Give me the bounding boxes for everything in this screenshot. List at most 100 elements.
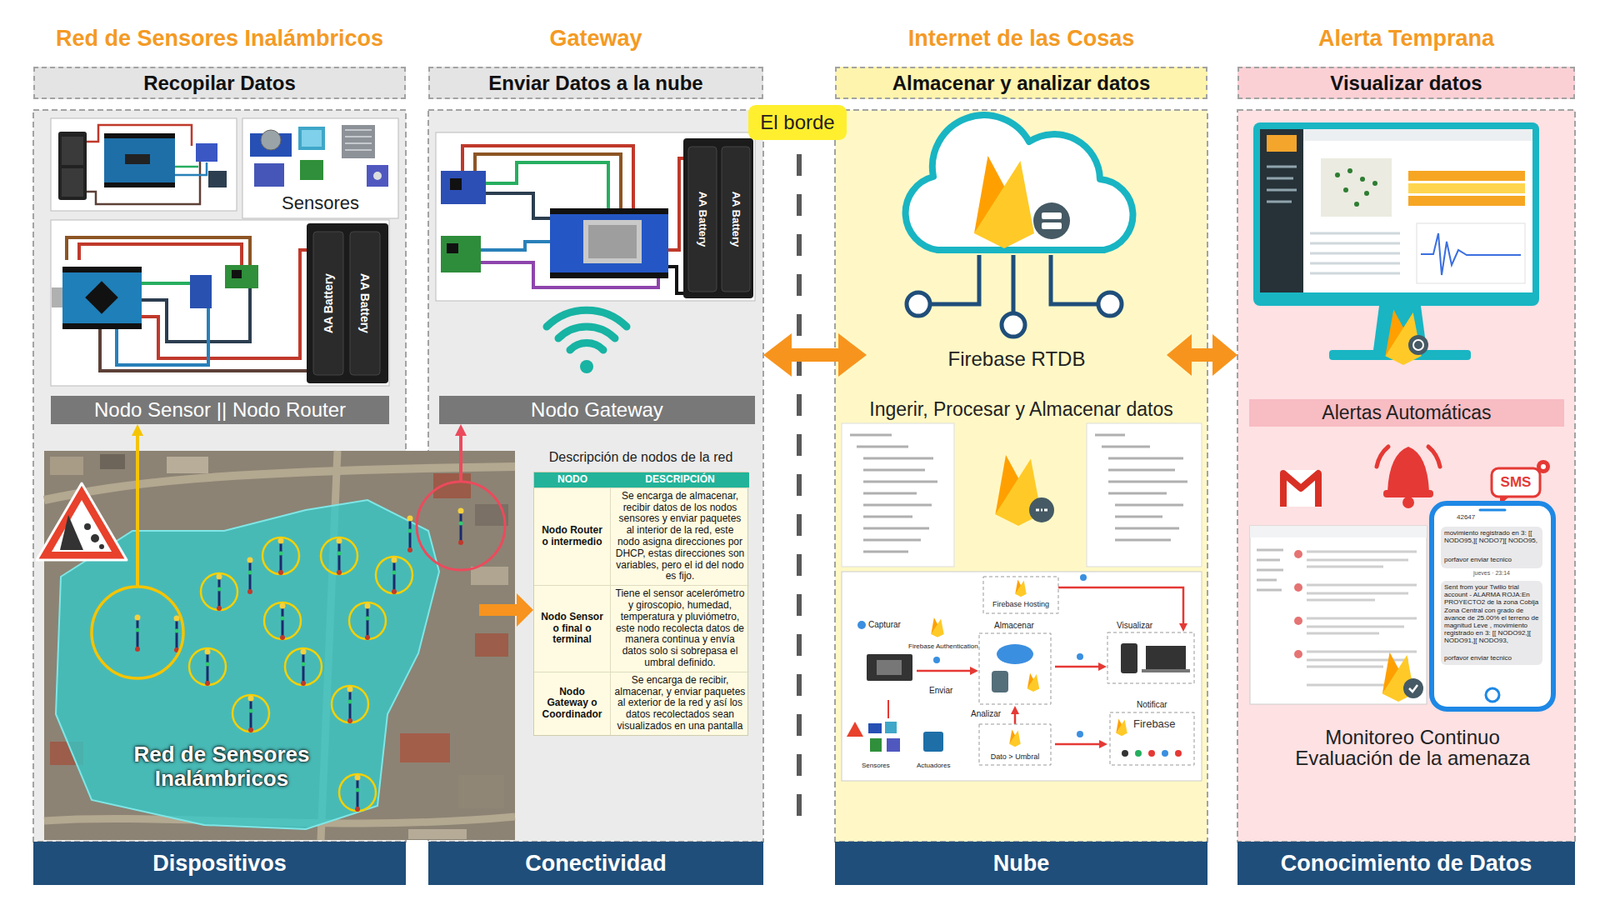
satellite-map xyxy=(100,454,125,470)
flow-diagram xyxy=(1055,743,1101,746)
connector xyxy=(763,333,867,377)
gmail-icon xyxy=(1280,470,1322,507)
phone-text: jueves · 23:14 xyxy=(1440,570,1543,577)
map-dot xyxy=(1364,190,1370,196)
wifi-icon xyxy=(580,360,594,374)
mail-row xyxy=(1294,550,1303,559)
connector xyxy=(1166,334,1238,376)
landslide-warning xyxy=(60,515,84,550)
dashboard-monitor xyxy=(1260,129,1533,293)
phone xyxy=(1431,503,1554,710)
arduino-photo xyxy=(86,158,200,205)
firebase-logo xyxy=(1027,673,1040,692)
sensor-pin xyxy=(347,686,354,725)
gateway-circuit xyxy=(440,235,481,273)
gmail-screenshot xyxy=(1256,550,1284,590)
gmail-screenshot xyxy=(1306,551,1417,685)
gateway-circuit xyxy=(550,272,669,279)
arduino-photo xyxy=(195,143,218,162)
connector xyxy=(455,424,467,451)
component-label: Sensores xyxy=(242,192,399,214)
gateway-circuit xyxy=(485,162,609,209)
database-screenshot xyxy=(1029,497,1055,523)
column-heading: Internet de las Cosas xyxy=(908,25,1135,52)
flow-label: Visualizar xyxy=(1116,620,1153,631)
map-dot xyxy=(1360,176,1365,182)
flow-diagram xyxy=(1098,662,1107,671)
sensor-ring xyxy=(200,573,238,610)
firebase-logo xyxy=(1009,729,1020,747)
firebase-logo xyxy=(930,617,944,638)
database-screenshot xyxy=(1086,423,1202,567)
dashboard-monitor xyxy=(1408,183,1525,194)
arrowhead xyxy=(763,333,792,377)
wifi-icon xyxy=(546,310,627,350)
tag-text: El borde xyxy=(760,110,835,135)
gateway-circuit xyxy=(435,132,755,301)
sensors-photo xyxy=(301,130,322,147)
gateway-circuit xyxy=(688,146,717,292)
column-group: GatewayEnviar Datos a la nubeNodo Gatewa… xyxy=(428,20,764,885)
arduino-photo xyxy=(61,168,84,197)
sensor-ring xyxy=(375,556,413,594)
satellite-map xyxy=(475,633,509,657)
flow-diagram xyxy=(1080,574,1087,581)
stage-header: Recopilar Datos xyxy=(33,66,406,100)
gateway-circuit xyxy=(475,154,621,209)
phone-text: porfavor enviar tecnico xyxy=(1444,555,1540,564)
flow-diagram xyxy=(1058,587,1184,625)
column-heading: Alerta Temprana xyxy=(1318,25,1495,52)
sensor-pin xyxy=(355,775,361,813)
arduino-photo xyxy=(125,154,150,165)
cloud-node: Firebase RTDB xyxy=(866,116,1167,371)
bell-icon xyxy=(1383,490,1434,498)
sensor-ring xyxy=(349,602,386,640)
connector xyxy=(131,424,144,451)
satellite-map xyxy=(433,473,471,499)
mail-row xyxy=(1294,650,1303,659)
database-screenshot xyxy=(841,423,1202,567)
flow-diagram xyxy=(933,656,940,664)
layer-footer: Dispositivos xyxy=(33,841,406,885)
stage-title: Enviar Datos a la nube xyxy=(488,71,703,95)
map-dot xyxy=(1354,201,1360,207)
table-grid: NODODESCRIPCIÓNNodo Router o intermedioS… xyxy=(533,471,749,736)
dashboard-monitor xyxy=(1253,122,1540,306)
cloud-icon xyxy=(905,115,1134,337)
satellite-map xyxy=(50,456,84,475)
table-heading: Descripción de nodos de la red xyxy=(533,450,749,465)
arduino-photo xyxy=(208,170,227,188)
sensor-node-circuit xyxy=(51,287,64,308)
sms-bubble xyxy=(1540,464,1546,470)
gateway-circuit xyxy=(480,241,550,250)
cloud-icon xyxy=(1041,212,1062,220)
firebase-logo xyxy=(974,155,1035,249)
gateway-circuit xyxy=(485,193,550,219)
sensor-pin xyxy=(458,508,465,546)
flow-diagram xyxy=(1055,665,1100,669)
flow-label: Capturar xyxy=(868,620,901,630)
database-screenshot xyxy=(1035,509,1048,512)
map-dot xyxy=(1347,168,1353,174)
flow-diagram xyxy=(1121,750,1129,757)
sensor-node-circuit xyxy=(62,266,142,273)
sensors-photo xyxy=(345,130,372,150)
stage-header: Visualizar datos xyxy=(1237,66,1575,100)
cloud-icon xyxy=(906,292,930,316)
flow-label: Analizar xyxy=(970,709,1001,720)
table-cell: Se encarga de almacenar, recibir datos d… xyxy=(610,487,750,585)
layer-footer: Nube xyxy=(835,841,1208,885)
phone xyxy=(1431,503,1554,710)
phone-text: porfavor enviar tecnico xyxy=(1444,654,1540,662)
sensor-node-circuit xyxy=(66,237,250,265)
flow-diagram xyxy=(916,670,972,673)
phone-text: Sent from your Twilio trial account - AL… xyxy=(1444,583,1540,645)
flow-diagram xyxy=(885,721,897,734)
sensor-node-circuit xyxy=(231,270,242,279)
gateway-circuit xyxy=(435,132,755,301)
flow-diagram xyxy=(923,731,944,752)
flow-diagram xyxy=(1110,712,1195,765)
sensor-pin xyxy=(174,615,180,654)
arduino-photo xyxy=(104,133,175,139)
layer-title: Conectividad xyxy=(525,850,667,877)
